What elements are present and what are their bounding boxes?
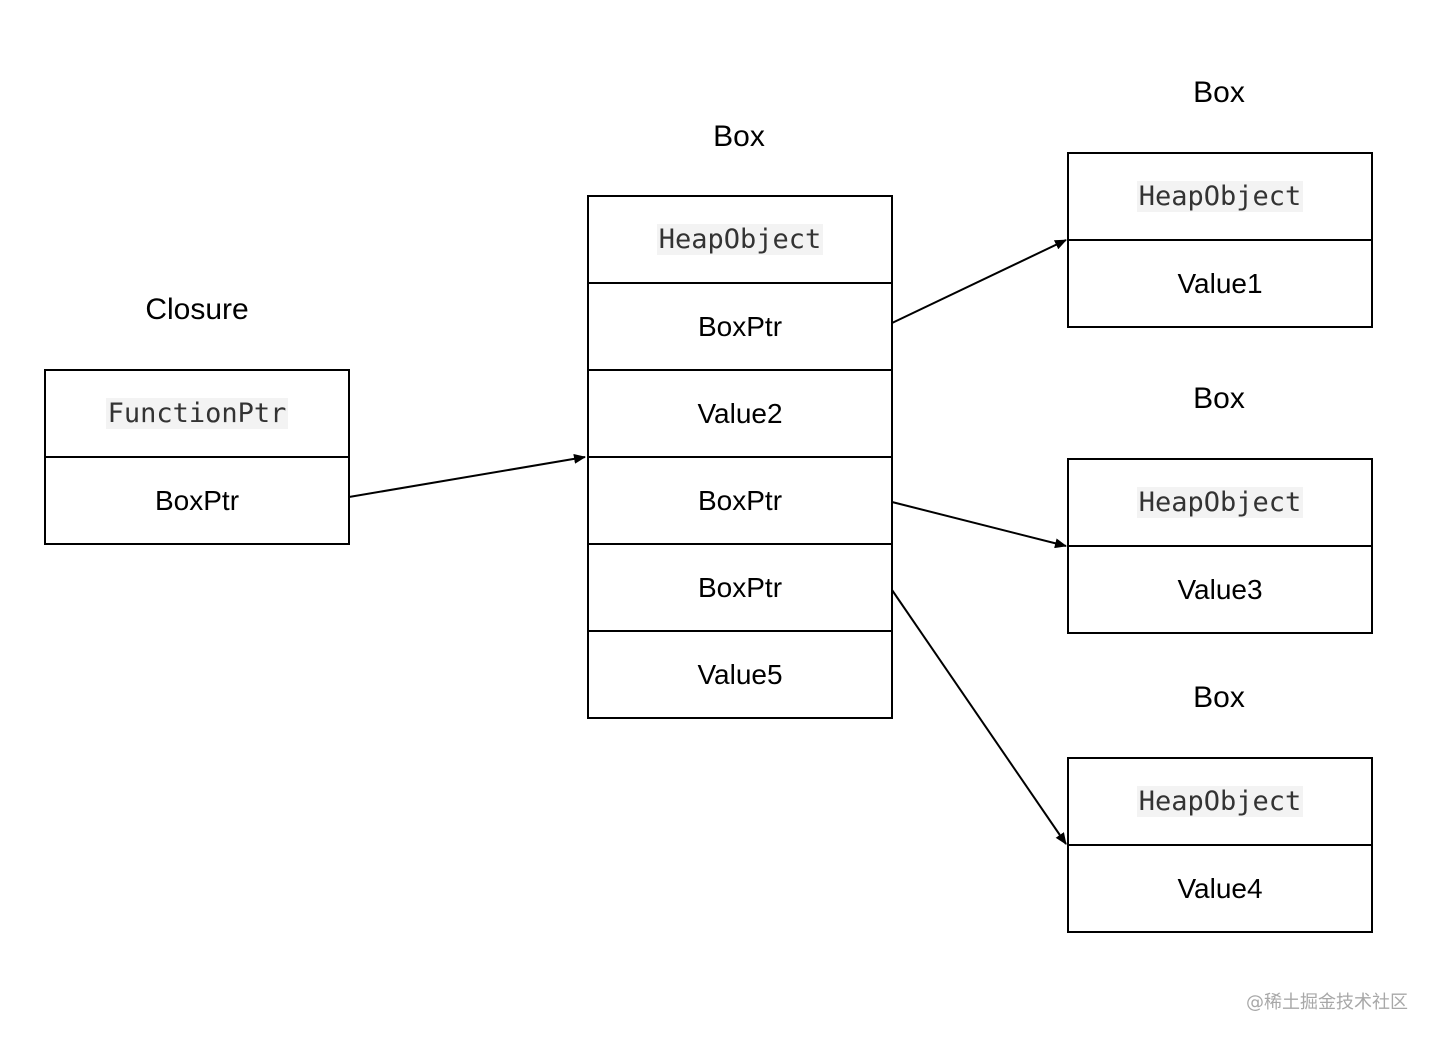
box-b-heap-object-cell: HeapObject <box>1069 460 1371 547</box>
box-c-struct: HeapObject Value4 <box>1067 757 1373 933</box>
box-b-title: Box <box>1193 382 1245 415</box>
value-label: Value1 <box>1177 267 1263 299</box>
closure-struct: FunctionPtr BoxPtr <box>44 369 350 545</box>
main-box-title: Box <box>713 120 765 153</box>
main-box-value2-cell: Value2 <box>589 371 891 458</box>
box-a-struct: HeapObject Value1 <box>1067 152 1373 328</box>
closure-title: Closure <box>145 293 249 326</box>
heap-object-label: HeapObject <box>1136 181 1304 212</box>
main-box-value5-cell: Value5 <box>589 632 891 717</box>
main-box-box-ptr-3-cell: BoxPtr <box>589 545 891 632</box>
box-c-value4-cell: Value4 <box>1069 846 1371 931</box>
box-ptr-label: BoxPtr <box>697 310 783 342</box>
value-label: Value2 <box>697 397 783 429</box>
value-label: Value3 <box>1177 573 1263 605</box>
main-box-box-ptr-1-cell: BoxPtr <box>589 284 891 371</box>
main-box-heap-object-cell: HeapObject <box>589 197 891 284</box>
box-c-heap-object-cell: HeapObject <box>1069 759 1371 846</box>
function-ptr-label: FunctionPtr <box>105 398 289 429</box>
boxptr-to-box-b-arrow <box>891 501 1067 549</box>
box-ptr-label: BoxPtr <box>154 484 240 516</box>
value-label: Value5 <box>697 658 783 690</box>
closure-to-box-arrow <box>348 453 586 498</box>
box-c-title: Box <box>1193 681 1245 714</box>
boxptr-to-box-c-arrow <box>891 589 1067 845</box>
closure-box-ptr-cell: BoxPtr <box>46 458 348 543</box>
main-box-struct: HeapObject BoxPtr Value2 BoxPtr BoxPtr V… <box>587 195 893 719</box>
main-box-box-ptr-2-cell: BoxPtr <box>589 458 891 545</box>
box-b-value3-cell: Value3 <box>1069 547 1371 632</box>
heap-object-label: HeapObject <box>1136 487 1304 518</box>
box-a-title: Box <box>1193 76 1245 109</box>
boxptr-to-box-a-arrow <box>891 239 1067 324</box>
box-ptr-label: BoxPtr <box>697 571 783 603</box>
box-a-value1-cell: Value1 <box>1069 241 1371 326</box>
box-b-struct: HeapObject Value3 <box>1067 458 1373 634</box>
heap-object-label: HeapObject <box>656 224 824 255</box>
closure-function-ptr-cell: FunctionPtr <box>46 371 348 458</box>
value-label: Value4 <box>1177 872 1263 904</box>
watermark: @稀土掘金技术社区 <box>1246 992 1408 1013</box>
heap-object-label: HeapObject <box>1136 786 1304 817</box>
box-a-heap-object-cell: HeapObject <box>1069 154 1371 241</box>
box-ptr-label: BoxPtr <box>697 484 783 516</box>
